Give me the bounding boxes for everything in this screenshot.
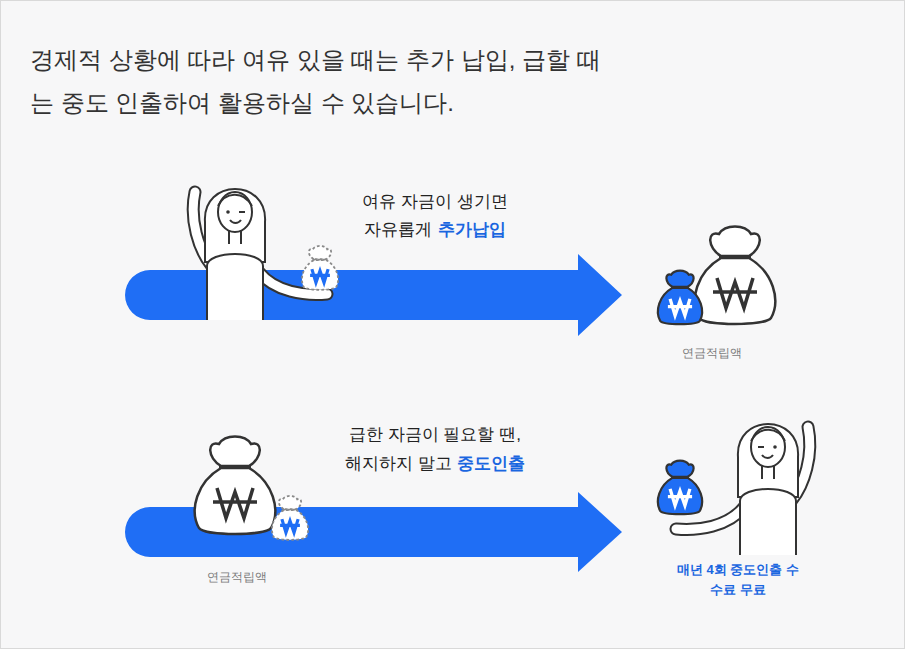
blue-money-bag [658,271,702,325]
text-line: 급한 자금이 필요할 땐, [349,421,521,449]
text-line: 해지하지 말고 중도인출 [345,450,525,478]
money-bag [695,227,775,325]
heading: 경제적 상황에 따라 여유 있을 때는 추가 납입, 급할 때는 중도 인출하여… [30,38,620,124]
text-line: 자유롭게 추가납입 [364,216,505,244]
text-line: 여유 자금이 생기면 [362,188,507,216]
blue-money-bag [658,461,702,515]
highlight: 추가납입 [438,220,506,239]
dashed-money-bag [302,246,338,290]
amount-label: 연금적립액 [682,346,742,360]
woman-figure [193,189,327,320]
money-bag [195,437,275,535]
dashed-money-bag [272,496,308,540]
text-line: 매년 4회 중도인출 수수료 무료 [672,560,804,600]
woman-figure [676,424,810,555]
fee-note: 매년 4회 중도인출 수수료 무료 [677,562,799,597]
caption-text: 해지하지 말고 [345,454,452,473]
caption-text: 급한 자금이 필요할 땐, [349,425,521,444]
flow-arrow [125,254,622,336]
highlight: 중도인출 [457,454,525,473]
amount-label: 연금적립액 [207,570,267,584]
caption-text: 자유롭게 [364,220,432,239]
caption-text: 여유 자금이 생기면 [362,192,507,211]
text-line: 연금적립액 [682,343,742,361]
text-line: 연금적립액 [207,567,267,585]
